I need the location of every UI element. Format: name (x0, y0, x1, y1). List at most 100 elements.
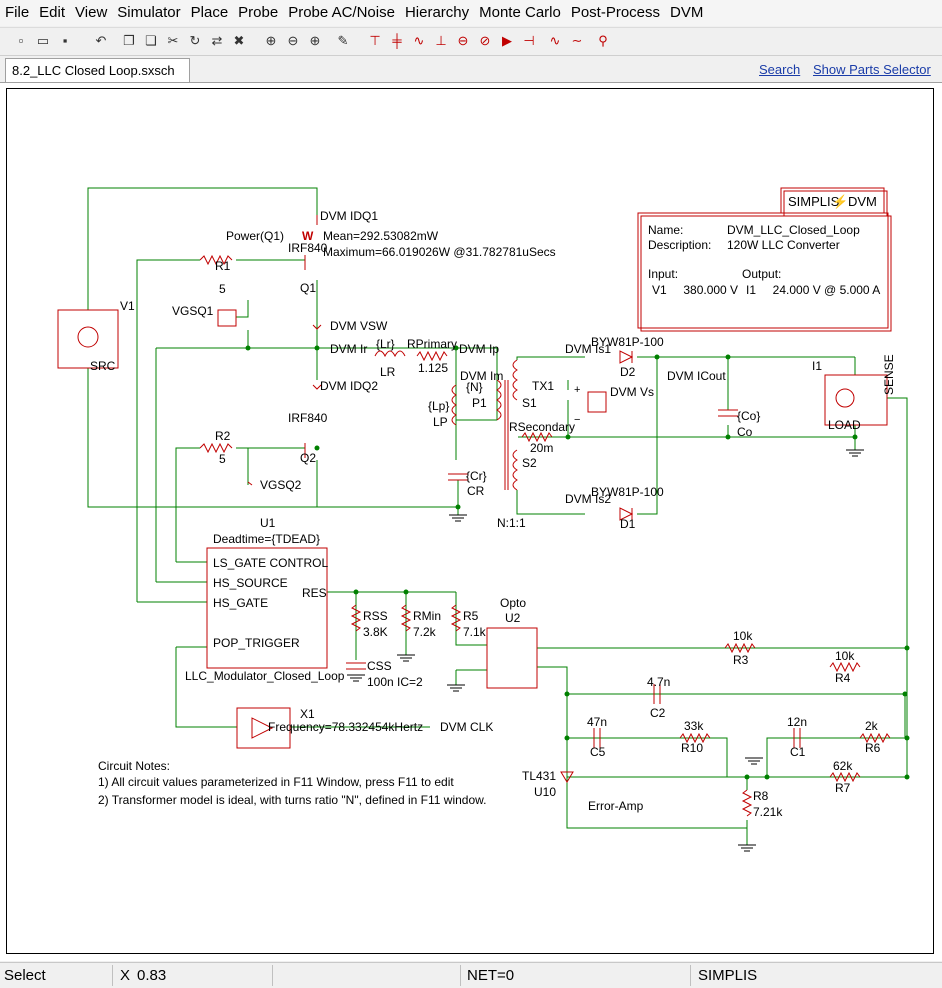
schematic-drawing[interactable]: SIMPLIS DVM ⚡ Name: DVM_LLC_Closed_Loop … (0, 82, 942, 960)
status-x-label: X (120, 967, 131, 984)
menu-place[interactable]: Place (190, 4, 229, 21)
dvm-info-block: SIMPLIS DVM ⚡ Name: DVM_LLC_Closed_Loop … (637, 187, 892, 332)
label-n-ratio: N:1:1 (497, 516, 526, 530)
open-folder-icon[interactable]: ▭ (36, 33, 50, 48)
current-source-icon[interactable]: ⊘ (479, 33, 491, 48)
ground-icon[interactable]: ⊥ (435, 33, 447, 48)
zoom-out-icon[interactable]: ⊖ (287, 33, 299, 48)
status-simulator: SIMPLIS (698, 967, 758, 984)
label-note1: 1) All circuit values parameterized in F… (98, 775, 454, 789)
label-u10: U10 (534, 785, 556, 799)
label-d2: D2 (620, 365, 636, 379)
label-dvm-idq1: DVM IDQ1 (320, 209, 378, 223)
copy-icon[interactable]: ❐ (123, 33, 135, 48)
menu-file[interactable]: File (5, 4, 30, 21)
label-power-q1: Power(Q1) (226, 229, 284, 243)
label-mean: Mean=292.53082mW (323, 229, 439, 243)
mirror-icon[interactable]: ⇄ (211, 33, 223, 48)
label-p1: P1 (472, 396, 487, 410)
menu-probe-ac-noise[interactable]: Probe AC/Noise (288, 4, 395, 21)
label-pop-trigger: POP_TRIGGER (213, 636, 300, 650)
label-n-param: {N} (466, 380, 483, 394)
label-dvm-icout: DVM ICout (667, 369, 726, 383)
transistor-icon[interactable]: ⊣ (523, 33, 535, 48)
probe-icon[interactable]: ⚲ (598, 33, 608, 48)
label-modulator: LLC_Modulator_Closed_Loop (185, 669, 345, 683)
grounds (347, 449, 864, 852)
label-sense: SENSE (882, 354, 896, 395)
rotate-icon[interactable]: ↻ (189, 33, 201, 48)
paste-icon[interactable]: ❏ (145, 33, 157, 48)
label-r5-val: 7.1k (463, 625, 487, 639)
label-rss-val: 3.8K (363, 625, 388, 639)
zoom-in-icon[interactable]: ⊕ (309, 33, 321, 48)
label-rsecondary-val: 20m (530, 441, 553, 455)
menu-dvm[interactable]: DVM (670, 4, 704, 21)
cut-icon[interactable]: ✂ (167, 33, 179, 48)
schematic-canvas[interactable] (0, 82, 942, 961)
label-r2: R2 (215, 429, 231, 443)
label-rmin-val: 7.2k (413, 625, 437, 639)
label-css-val: 100n IC=2 (367, 675, 423, 689)
label-d1: D1 (620, 517, 636, 531)
label-load: LOAD (828, 418, 861, 432)
toolbar: ▫ ▭ ▪ ↶ ❐ ❏ ✂ ↻ ⇄ ✖ ⊕ ⊖ ⊕ ✎ ⊤ ╪ ∿ ⊥ ⊖ ⊘ ▶ ⊣ ∿ ∼ ⚲ (0, 27, 942, 56)
ac-source-icon[interactable]: ∼ (571, 33, 583, 48)
diode-icon[interactable]: ▶ (502, 33, 512, 48)
status-divider (112, 965, 113, 986)
label-hs-gate: HS_GATE (213, 596, 268, 610)
menu-monte-carlo[interactable]: Monte Carlo (479, 4, 561, 21)
label-dvm-clk: DVM CLK (440, 720, 493, 734)
menu-hierarchy[interactable]: Hierarchy (404, 4, 470, 21)
pencil-icon[interactable]: ✎ (337, 33, 349, 48)
label-irf840-2: IRF840 (288, 411, 328, 425)
label-dvm-vs: DVM Vs (610, 385, 654, 399)
zoom-fit-icon[interactable]: ⊕ (265, 33, 277, 48)
menu-view[interactable]: View (75, 4, 108, 21)
label-c5: C5 (590, 745, 606, 759)
label-s1: S1 (522, 396, 537, 410)
menu-edit[interactable]: Edit (39, 4, 66, 21)
dvm-desc-value: 120W LLC Converter (727, 238, 840, 252)
inductor-icon[interactable]: ∿ (413, 33, 425, 48)
menu-simulator[interactable]: Simulator (117, 4, 181, 21)
dvm-input-label: Input: (648, 267, 678, 281)
label-lp-param: {Lp} (428, 399, 449, 413)
delete-icon[interactable]: ✖ (233, 33, 245, 48)
label-dvm-vsw: DVM VSW (330, 319, 388, 333)
junctions (245, 345, 910, 780)
labels: DVM IDQ1 Power(Q1) W IRF840 Mean=292.530… (90, 209, 896, 819)
label-r10: R10 (681, 741, 703, 755)
label-dvm-is1: DVM Is1 (565, 342, 611, 356)
menu-post-process[interactable]: Post-Process (570, 4, 661, 21)
label-dvm-is2: DVM Is2 (565, 492, 611, 506)
menu-probe[interactable]: Probe (238, 4, 279, 21)
tab-schematic[interactable]: 8.2_LLC Closed Loop.sxsch (5, 58, 190, 82)
sine-source-icon[interactable]: ∿ (549, 33, 561, 48)
status-divider (272, 965, 273, 986)
label-byw2: BYW81P-100 (591, 485, 664, 499)
label-tl431: TL431 (522, 769, 556, 783)
label-q1: Q1 (300, 281, 316, 295)
label-frequency: Frequency=78.332454kHertz (268, 720, 423, 734)
show-parts-selector-link[interactable]: Show Parts Selector (813, 62, 931, 77)
label-r6: R6 (865, 741, 881, 755)
label-rsecondary: RSecondary (509, 420, 575, 434)
save-icon[interactable]: ▪ (62, 33, 68, 48)
capacitor-icon[interactable]: ╪ (392, 33, 402, 48)
label-cr: CR (467, 484, 485, 498)
resistor-icon[interactable]: ⊤ (369, 33, 381, 48)
label-byw1: BYW81P-100 (591, 335, 664, 349)
label-rss: RSS (363, 609, 388, 623)
menu-bar: File Edit View Simulator Place Probe Probe AC/… (0, 0, 942, 26)
voltage-source-icon[interactable]: ⊖ (457, 33, 469, 48)
status-mode: Select (4, 967, 46, 984)
label-r7: R7 (835, 781, 851, 795)
search-link[interactable]: Search (759, 62, 801, 77)
wires (87, 187, 908, 845)
new-file-icon[interactable]: ▫ (18, 33, 24, 48)
label-r7-val: 62k (833, 759, 853, 773)
dvm-name-label: Name: (648, 223, 683, 237)
undo-icon[interactable]: ↶ (95, 33, 107, 48)
label-rmin: RMin (413, 609, 441, 623)
